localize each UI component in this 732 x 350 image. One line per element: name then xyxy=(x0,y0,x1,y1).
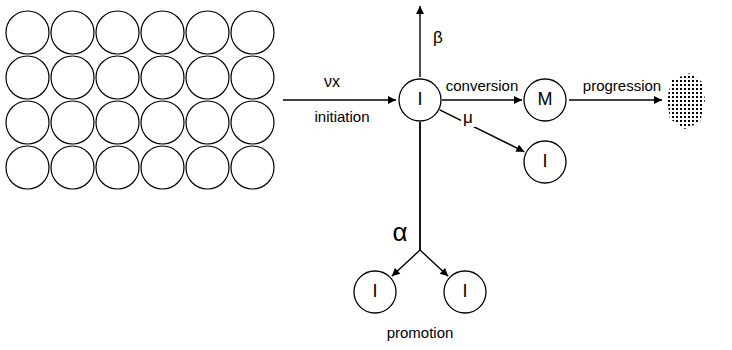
initiation-arrow xyxy=(283,99,396,100)
progression-arrow xyxy=(569,99,662,100)
rate-label: promotion xyxy=(385,325,456,342)
rate-label: νx xyxy=(322,73,342,91)
edge-label: conversion xyxy=(444,78,521,95)
death-arrow xyxy=(419,6,420,77)
cell-circle: I xyxy=(523,140,567,184)
rate-label: initiation xyxy=(312,109,371,126)
cell-circle: I xyxy=(398,78,442,122)
rate-label: α xyxy=(390,218,409,247)
cell-label: I xyxy=(417,90,422,110)
cell-circle: M xyxy=(523,78,567,122)
cell-label: I xyxy=(372,282,377,302)
tumor-cluster xyxy=(667,73,705,129)
circle-shape xyxy=(524,141,566,183)
circle-shape xyxy=(524,79,566,121)
cell-circle: I xyxy=(353,270,397,314)
cell-circle: I xyxy=(443,270,487,314)
cell-label: I xyxy=(462,282,467,302)
circle-shape xyxy=(354,271,396,313)
circle-shape xyxy=(399,79,441,121)
cell-label: M xyxy=(538,90,553,110)
rate-label: progression xyxy=(581,78,663,95)
normal-cell-grid xyxy=(5,10,275,190)
edge-label: μ xyxy=(461,109,475,128)
rate-label: β xyxy=(431,29,445,48)
cell-label: I xyxy=(542,152,547,172)
transition-arrow xyxy=(420,122,448,276)
transition-arrow xyxy=(392,122,420,276)
circle-shape xyxy=(444,271,486,313)
transition-arrow xyxy=(440,110,525,152)
transition-arrow xyxy=(442,99,522,100)
